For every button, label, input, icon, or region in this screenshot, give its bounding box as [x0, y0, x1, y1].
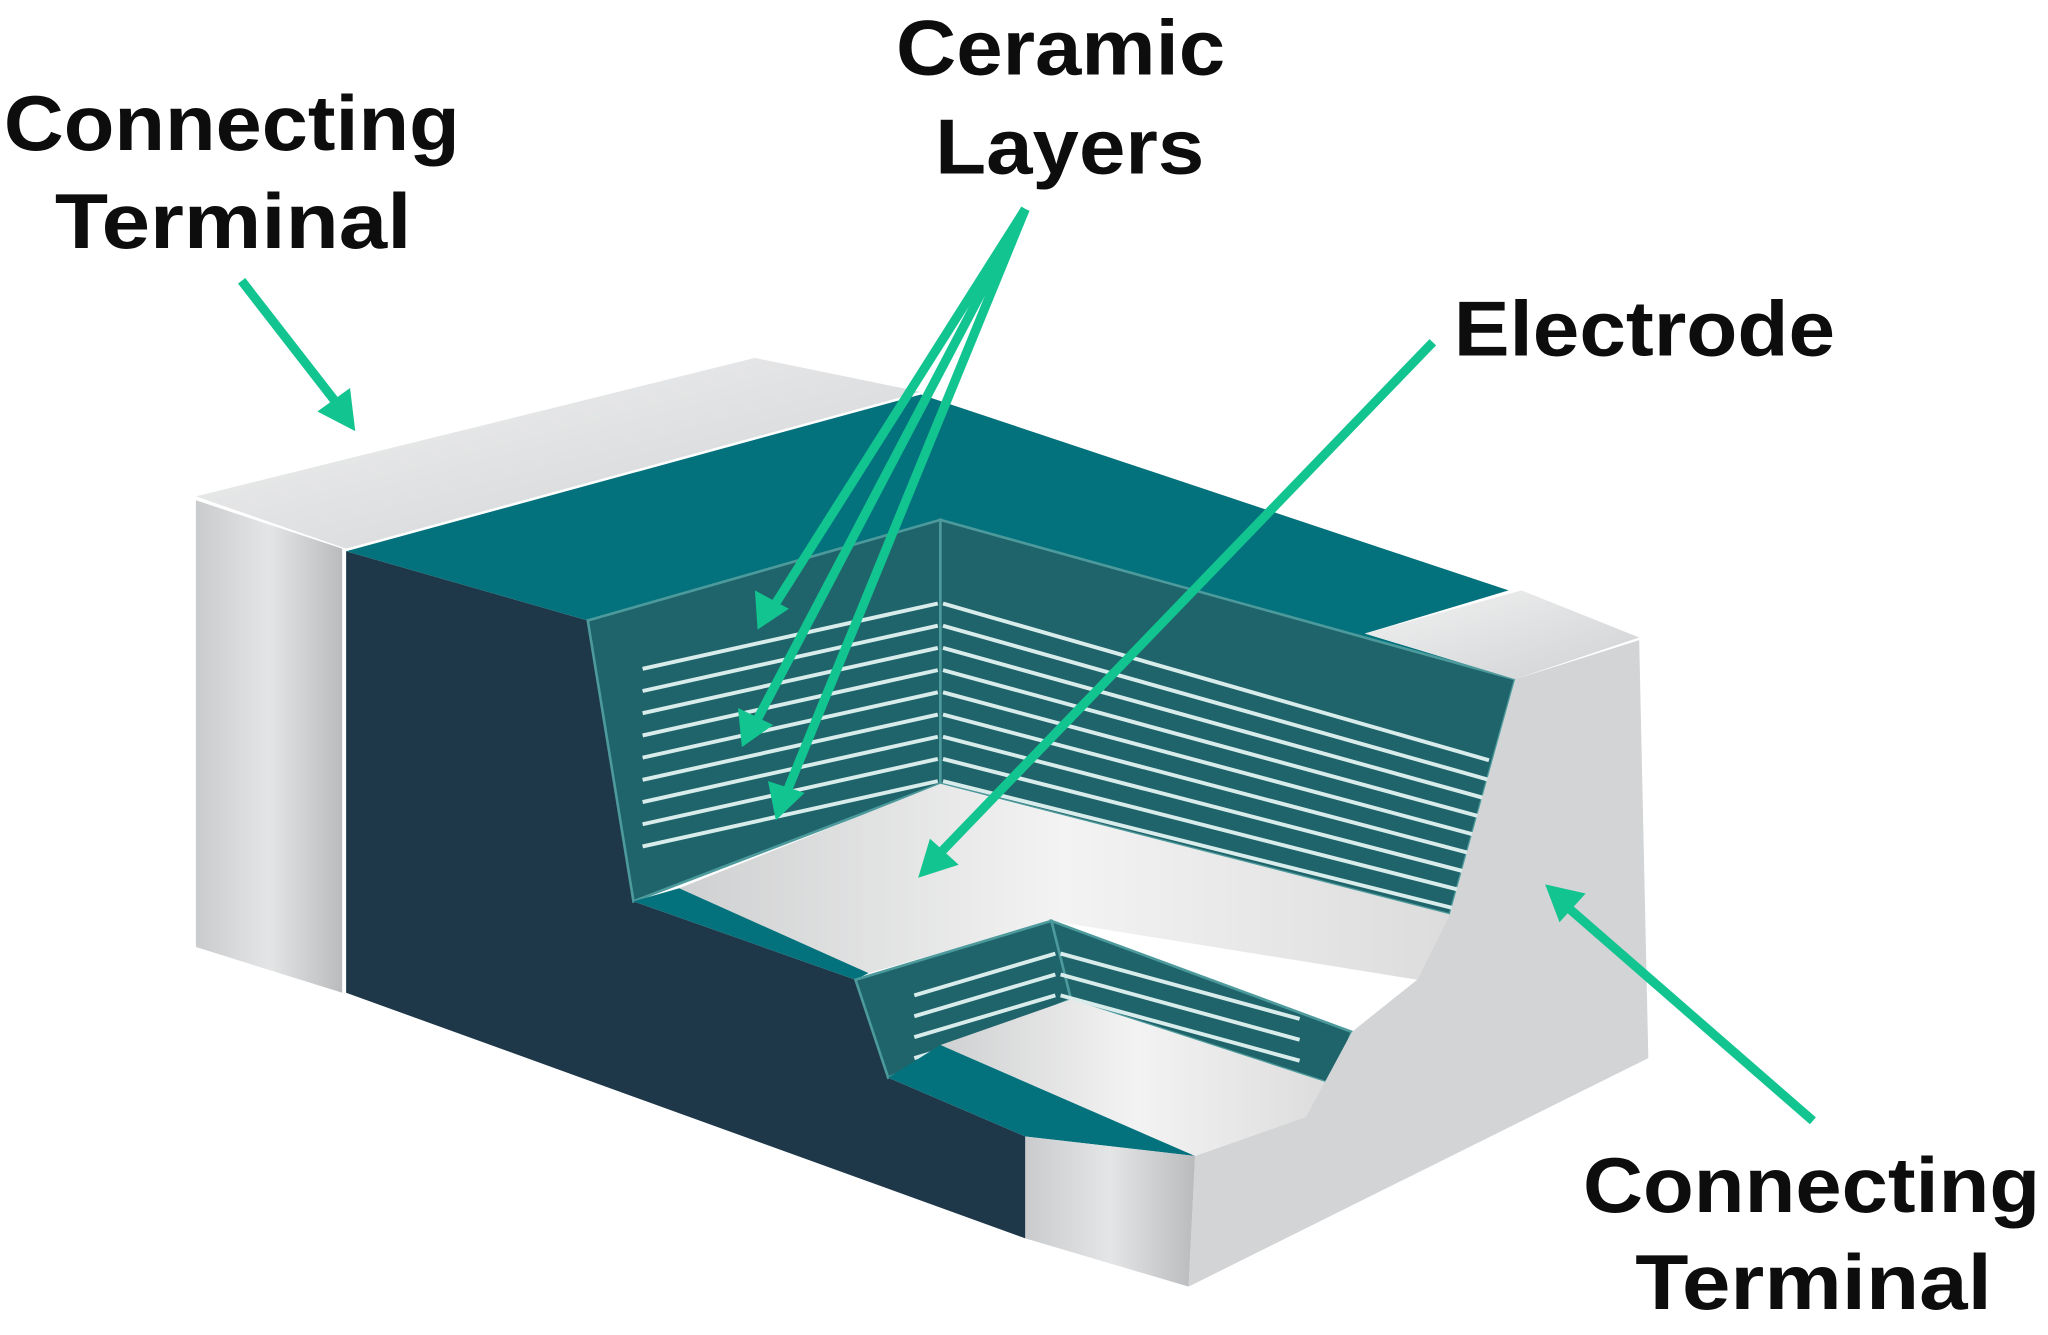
layer-line — [942, 623, 1490, 782]
label-connecting-terminal-right-line2: Terminal — [1635, 1238, 1992, 1326]
layer-line — [913, 993, 1056, 1040]
left-terminal-top — [195, 357, 921, 549]
layer-line — [642, 668, 939, 738]
right-terminal — [1025, 590, 1649, 1287]
arrow-electrode — [930, 339, 1437, 863]
label-electrode: Electrode — [1454, 284, 1835, 372]
layer-line — [642, 779, 939, 849]
right-terminal-face — [1188, 640, 1649, 1287]
arrow-ceramic-1 — [766, 206, 1030, 614]
arrowhead-icon — [754, 590, 789, 630]
ceramic-strip-lower — [888, 1045, 1196, 1157]
ceramic-strip — [633, 888, 869, 980]
arrows — [238, 206, 1816, 1125]
electrode-floor — [679, 783, 1450, 980]
label-ceramic-layers-line1: Ceramic — [896, 3, 1225, 91]
arrow-terminal-left — [238, 278, 350, 419]
layer-line — [913, 951, 1056, 998]
body-front-face — [346, 551, 1026, 1239]
right-terminal-top — [1364, 590, 1640, 680]
label-connecting-terminal-right-line1: Connecting — [1583, 1141, 2040, 1229]
lower-electrode-floor — [940, 999, 1333, 1157]
layer-line — [942, 668, 1490, 821]
label-ceramic-layers-line2: Layers — [935, 103, 1204, 191]
right-terminal-front — [1025, 1136, 1196, 1287]
arrow-terminal-right — [1557, 897, 1816, 1125]
layer-line — [1060, 951, 1301, 1021]
layer-line — [942, 601, 1490, 763]
arrowhead-icon — [1545, 884, 1586, 923]
layer-line — [942, 690, 1490, 841]
layer-line — [642, 601, 939, 671]
layer-line — [642, 645, 939, 716]
label-connecting-terminal-left-line2: Terminal — [55, 177, 412, 265]
layer-line — [942, 712, 1490, 861]
arrow-ceramic-2 — [748, 206, 1030, 732]
arrowhead-icon — [317, 387, 356, 432]
left-terminal-face — [195, 500, 343, 993]
arrowhead-icon — [768, 781, 805, 821]
layer-line — [942, 757, 1490, 900]
label-connecting-terminal-left-line1: Connecting — [4, 79, 460, 167]
ceramic-layer-lines — [642, 601, 1490, 919]
layer-line — [942, 646, 1490, 802]
layer-line — [642, 690, 939, 760]
layer-line — [1060, 972, 1301, 1042]
layer-line — [913, 972, 1056, 1019]
layer-line — [642, 712, 939, 782]
arrow-ceramic-3 — [779, 207, 1030, 802]
arrowhead-icon — [737, 707, 774, 748]
layer-line — [1060, 993, 1301, 1063]
left-terminal — [195, 357, 921, 993]
arrowhead-icon — [918, 838, 959, 878]
layer-line — [942, 779, 1490, 919]
layer-line — [642, 734, 939, 804]
